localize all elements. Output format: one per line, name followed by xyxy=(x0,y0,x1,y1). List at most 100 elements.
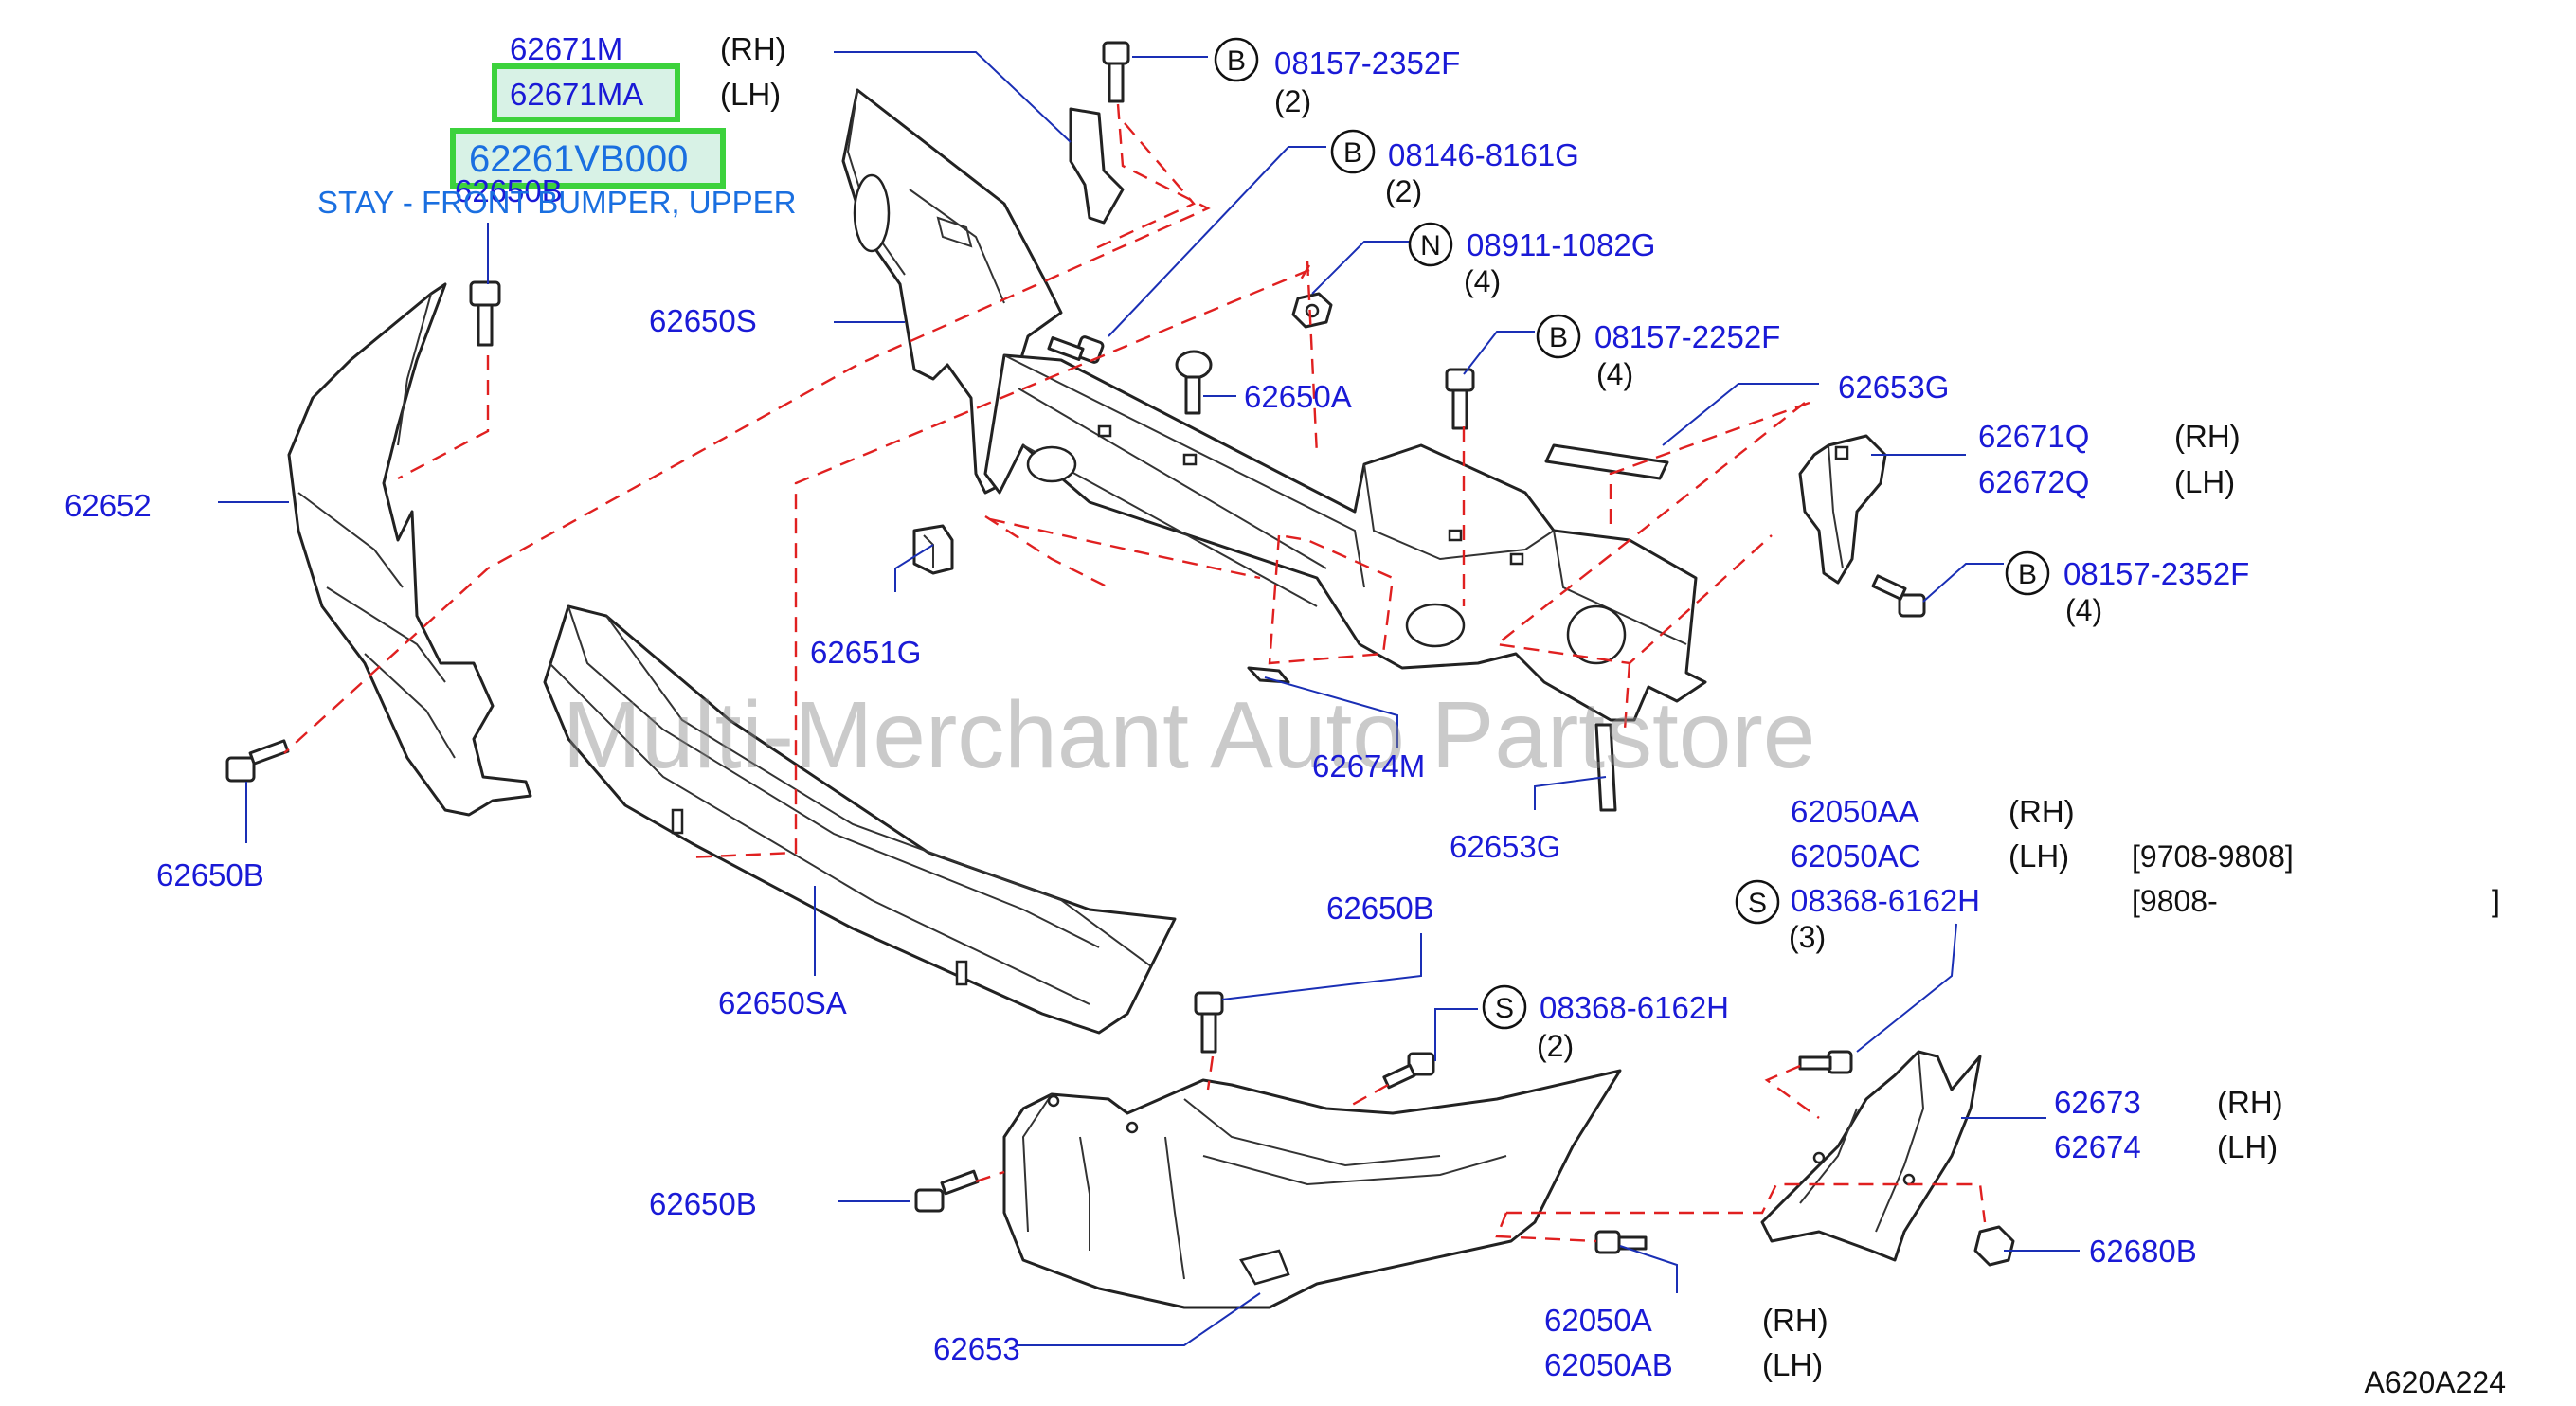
bolt-08157-2352f-top[interactable] xyxy=(1102,41,1130,103)
label-62050ab[interactable]: 62050AB xyxy=(1544,1347,1673,1382)
svg-text:(LH): (LH) xyxy=(1762,1347,1823,1382)
label-62650a[interactable]: 62650A xyxy=(1244,379,1352,414)
label-62672q[interactable]: 62672Q xyxy=(1978,464,2089,499)
svg-text:(4): (4) xyxy=(2065,593,2102,627)
label-08368-6162h-right[interactable]: 08368-6162H xyxy=(1791,883,1980,918)
svg-text:(3): (3) xyxy=(1789,920,1826,954)
label-62680b[interactable]: 62680B xyxy=(2089,1234,2197,1269)
label-08157-2252f[interactable]: 08157-2252F xyxy=(1594,319,1780,354)
mount-bracket-62671m[interactable] xyxy=(1069,107,1125,225)
nut-08911-1082g[interactable] xyxy=(1291,292,1333,329)
bumper-fascia-62653[interactable] xyxy=(1002,1069,1622,1309)
svg-text:(RH): (RH) xyxy=(2217,1085,2283,1120)
label-62674[interactable]: 62674 xyxy=(2054,1129,2141,1164)
label-62653g-top[interactable]: 62653G xyxy=(1838,370,1949,405)
bracket-62671q[interactable] xyxy=(1798,434,1887,585)
leader-lines xyxy=(218,51,2080,1346)
label-62671q[interactable]: 62671Q xyxy=(1978,419,2089,454)
label-62652[interactable]: 62652 xyxy=(64,488,152,523)
badge-b-1: B xyxy=(1214,37,1259,82)
bolt-08157-2252f[interactable] xyxy=(1445,368,1475,430)
label-62650b-top[interactable]: 62650B xyxy=(455,173,563,208)
label-08157-2352f-right[interactable]: 08157-2352F xyxy=(2063,556,2249,591)
highlight-box-62261vb000 xyxy=(450,128,726,189)
svg-text:(RH): (RH) xyxy=(2009,794,2075,829)
svg-text:(2): (2) xyxy=(1537,1029,1574,1063)
label-62650sa[interactable]: 62650SA xyxy=(718,985,847,1020)
svg-text:(RH): (RH) xyxy=(720,31,786,66)
svg-text:[9708-9808]: [9708-9808] xyxy=(2132,839,2294,874)
svg-text:(4): (4) xyxy=(1596,357,1633,391)
svg-text:(2): (2) xyxy=(1274,84,1311,118)
bolt-08368-6162h-right[interactable] xyxy=(1798,1050,1853,1074)
label-62050aa[interactable]: 62050AA xyxy=(1791,794,1919,829)
svg-text:(LH): (LH) xyxy=(720,77,781,112)
svg-text:B: B xyxy=(1549,322,1568,353)
label-62650s[interactable]: 62650S xyxy=(649,303,757,338)
bolt-62050a[interactable] xyxy=(1594,1230,1648,1254)
svg-text:(LH): (LH) xyxy=(2217,1129,2278,1164)
label-62673[interactable]: 62673 xyxy=(2054,1085,2141,1120)
badge-s-2: S xyxy=(1482,984,1527,1030)
svg-text:(4): (4) xyxy=(1464,264,1501,298)
svg-text:S: S xyxy=(1495,993,1514,1024)
label-08368-6162h-mid[interactable]: 08368-6162H xyxy=(1540,990,1729,1025)
bolt-08368-6162h-mid[interactable] xyxy=(1382,1052,1435,1090)
svg-text:(RH): (RH) xyxy=(1762,1303,1828,1338)
bolt-62650b-left[interactable] xyxy=(225,739,290,783)
strip-62653g-bottom[interactable] xyxy=(1594,723,1617,812)
highlight-box-62671ma xyxy=(492,63,680,122)
side-bracket-62652[interactable] xyxy=(287,282,532,817)
label-62653g-bottom[interactable]: 62653G xyxy=(1450,829,1560,864)
lower-beam-62650sa[interactable] xyxy=(543,604,1177,1035)
label-62650b-mid[interactable]: 62650B xyxy=(1326,891,1434,926)
svg-text:(LH): (LH) xyxy=(2009,838,2069,874)
label-62650b-low[interactable]: 62650B xyxy=(649,1186,757,1221)
svg-text:S: S xyxy=(1748,888,1767,919)
label-62671ma[interactable]: 62671MA xyxy=(510,77,643,112)
label-62050a[interactable]: 62050A xyxy=(1544,1303,1652,1338)
clip-62651g[interactable] xyxy=(912,524,954,575)
bolt-62650b-mid[interactable] xyxy=(1194,991,1224,1054)
bolt-08146-8161g[interactable] xyxy=(1047,335,1105,364)
label-62050ac[interactable]: 62050AC xyxy=(1791,838,1921,874)
svg-text:(2): (2) xyxy=(1385,174,1422,208)
part-labels: 62671M (RH) 62671MA (LH) 62261VB000 6265… xyxy=(64,31,2506,1399)
clip-62680b[interactable] xyxy=(1973,1225,2015,1267)
badge-s-1: S xyxy=(1735,879,1780,925)
svg-text:(LH): (LH) xyxy=(2174,464,2235,499)
clip-62650a[interactable] xyxy=(1175,350,1213,415)
label-08157-2352f-top[interactable]: 08157-2352F xyxy=(1274,45,1460,81)
bolt-62650b-low[interactable] xyxy=(914,1169,980,1213)
svg-text:B: B xyxy=(2018,559,2037,590)
label-62674m[interactable]: 62674M xyxy=(1312,748,1425,784)
assembly-dashed-lines xyxy=(283,103,1987,1243)
svg-text:N: N xyxy=(1420,230,1441,261)
label-62671m[interactable]: 62671M xyxy=(510,31,622,66)
badge-b-4: B xyxy=(2005,550,2050,596)
highlight-description: STAY - FRONT BUMPER, UPPER xyxy=(317,185,796,220)
svg-text:[9808-: [9808- xyxy=(2132,884,2218,918)
bolt-08157-2352f-right[interactable] xyxy=(1871,574,1926,618)
svg-text:B: B xyxy=(1343,137,1362,169)
watermark: Multi-Merchant Auto Partstore xyxy=(563,682,1816,788)
plate-62674m[interactable] xyxy=(1247,666,1290,684)
side-stay-62673[interactable] xyxy=(1760,1050,1982,1262)
badge-b-3: B xyxy=(1536,314,1581,359)
badge-b-2: B xyxy=(1330,129,1376,174)
label-62651g[interactable]: 62651G xyxy=(810,635,921,670)
label-62261vb000[interactable]: 62261VB000 xyxy=(469,138,688,180)
svg-text:B: B xyxy=(1227,45,1246,77)
label-62653[interactable]: 62653 xyxy=(933,1331,1020,1366)
diagram-code: A620A224 xyxy=(2365,1365,2506,1399)
bolt-62650b-top[interactable] xyxy=(469,280,501,347)
label-08146-8161g[interactable]: 08146-8161G xyxy=(1388,137,1579,172)
svg-text:(RH): (RH) xyxy=(2174,419,2241,454)
badge-n: N xyxy=(1408,222,1453,267)
svg-text:]: ] xyxy=(2492,884,2500,918)
plate-62653g-top[interactable] xyxy=(1544,443,1669,480)
bumper-reinforcement[interactable] xyxy=(983,353,1707,722)
label-62650b-left[interactable]: 62650B xyxy=(156,857,264,892)
label-08911-1082g[interactable]: 08911-1082G xyxy=(1467,227,1655,262)
